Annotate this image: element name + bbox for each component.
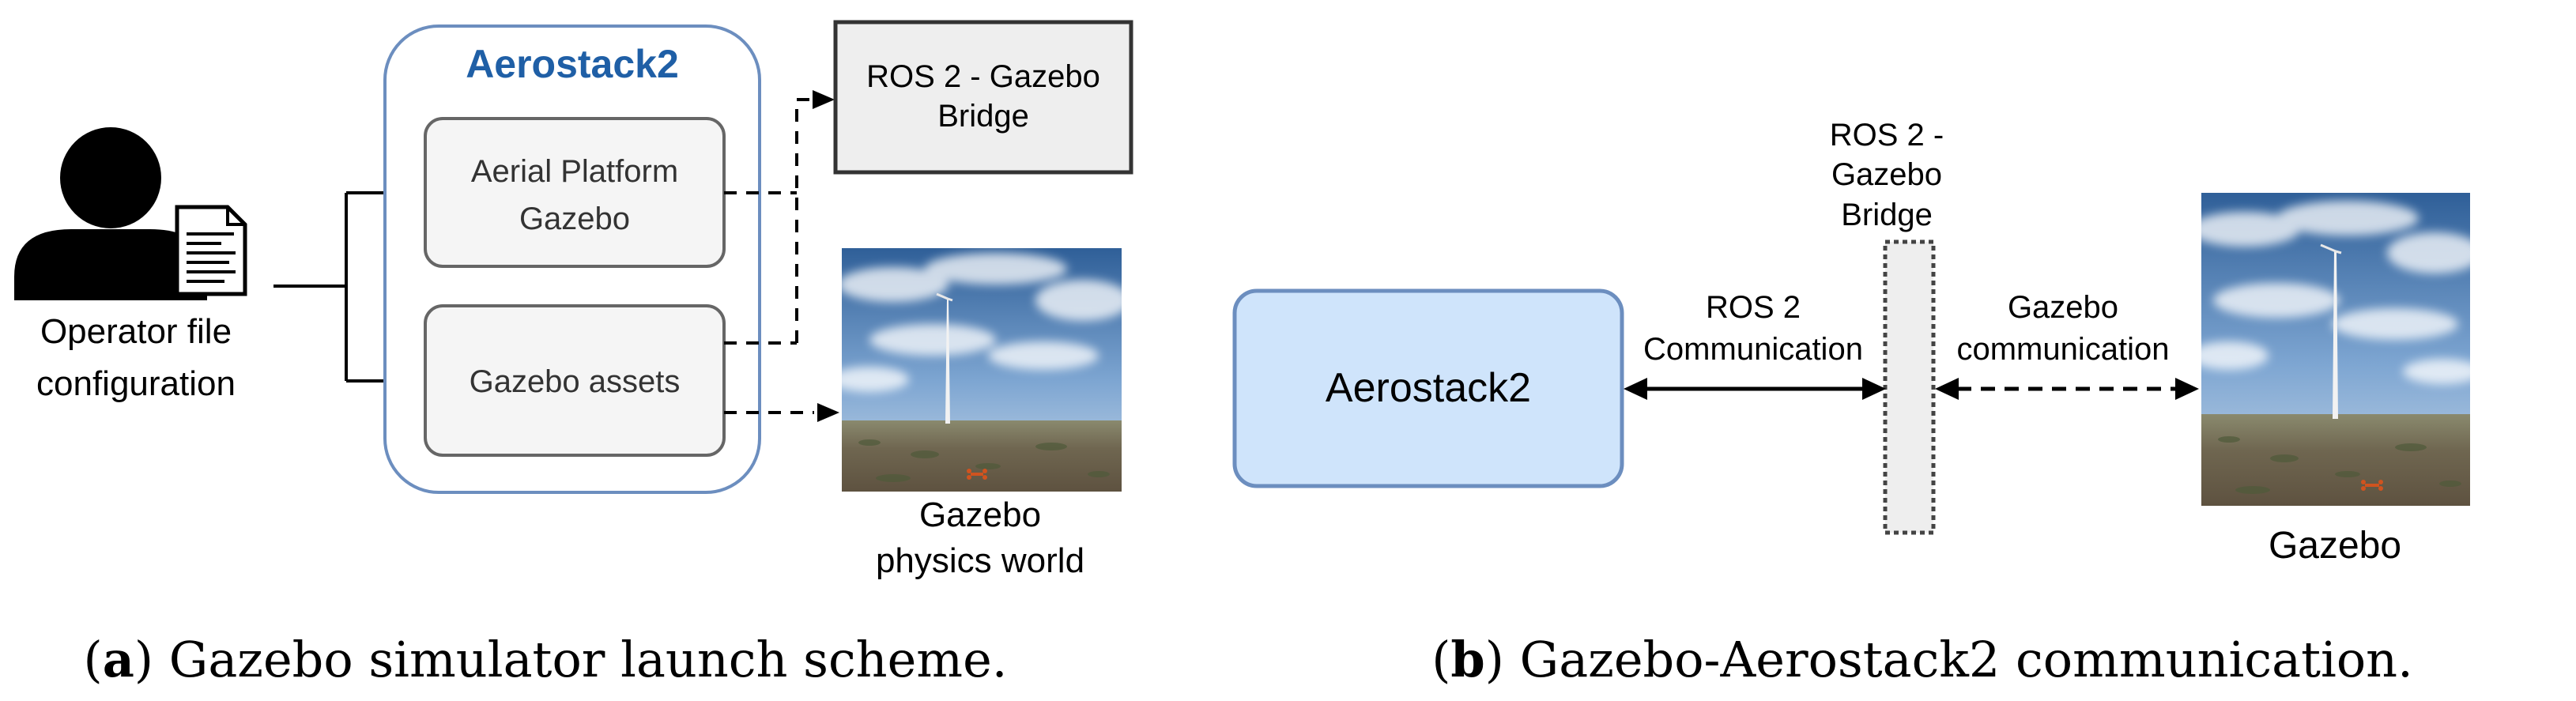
ros-bridge-line2: Bridge — [937, 99, 1029, 134]
gazebo-assets-label: Gazebo assets — [470, 364, 681, 399]
operator-label-line1: Operator file — [40, 312, 232, 351]
ros-comm-arrowhead-right — [1862, 378, 1886, 400]
bridge-line2: Gazebo — [1831, 157, 1942, 192]
ros-comm-line1: ROS 2 — [1706, 290, 1801, 325]
world-label-line1: Gazebo — [919, 496, 1041, 534]
gz-comm-line1: Gazebo — [2008, 290, 2118, 325]
ros-gazebo-bridge-box — [833, 20, 1133, 175]
aerostack2-box-label: Aerostack2 — [1326, 365, 1531, 411]
bridge-line1: ROS 2 - — [1830, 118, 1944, 153]
aerial-platform-line2: Gazebo — [519, 202, 630, 236]
aerial-platform-line1: Aerial Platform — [471, 154, 678, 189]
ros-bridge-line1: ROS 2 - Gazebo — [866, 59, 1100, 94]
gazebo-assets-box — [424, 304, 726, 457]
gazebo-world-image — [842, 248, 1122, 492]
aerostack2-box — [1232, 288, 1624, 488]
gz-comm-arrowhead-right — [2175, 378, 2199, 400]
caption-b: (b) Gazebo-Aerostack2 communication. — [1431, 631, 2413, 688]
aerial-platform-gazebo-box — [424, 117, 726, 268]
panel-b: Aerostack2 ROS 2 - Gazebo Bridge ROS 2 C… — [1232, 118, 2470, 688]
bridge-line3: Bridge — [1841, 198, 1933, 232]
gz-comm-line2: communication — [1956, 332, 2169, 367]
operator-label-line2: configuration — [36, 364, 236, 403]
world-label-line2: physics world — [876, 541, 1084, 580]
gz-comm-arrowhead-left — [1935, 378, 1959, 400]
ros-comm-arrowhead-left — [1624, 378, 1647, 400]
gazebo-render-image — [2201, 193, 2470, 506]
arrowhead-physics-world — [817, 403, 839, 422]
person-icon — [14, 127, 207, 300]
arrowhead-ros-bridge — [813, 90, 835, 109]
dashed-connectors — [724, 98, 814, 414]
gazebo-label: Gazebo — [2269, 525, 2401, 567]
document-icon — [175, 205, 247, 296]
ros-gazebo-bridge-column — [1883, 239, 1936, 535]
caption-a: (a) Gazebo simulator launch scheme. — [84, 631, 1008, 688]
aerostack2-title: Aerostack2 — [466, 42, 679, 86]
ros-comm-line2: Communication — [1643, 332, 1863, 367]
panel-a: Operator file configuration Aerostack2 A… — [14, 20, 1133, 688]
